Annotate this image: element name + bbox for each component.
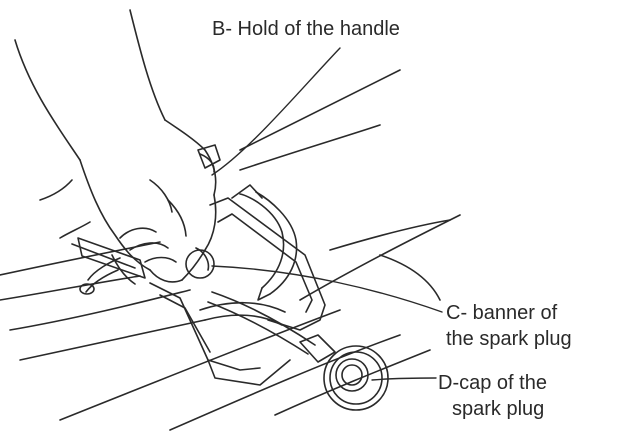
callout-b-text: B- Hold of the handle [212, 18, 400, 40]
callout-d-line-1: D-cap of the [438, 372, 547, 394]
leader-d [371, 377, 437, 381]
callout-c-line-2: the spark plug [446, 328, 572, 350]
hand-illustration [14, 9, 217, 285]
spark-plug-lead [207, 291, 336, 363]
callout-hold-of-handle: B- Hold of the handle [212, 16, 400, 42]
callout-leaders [211, 47, 443, 381]
rotation-arrow [231, 184, 298, 301]
callout-d-line-2: spark plug [452, 398, 545, 420]
spark-plug-cap [323, 345, 389, 411]
callout-c-line-1: C- banner of [446, 302, 558, 324]
cover-frame [149, 197, 326, 386]
engine-housing-lines [0, 69, 461, 431]
callout-cap-of-spark-plug: D-cap of the spark plug [438, 370, 547, 422]
leader-b [211, 47, 341, 176]
handle-bar [71, 144, 221, 295]
callout-banner-of-spark-plug: C- banner of the spark plug [446, 300, 572, 352]
leader-c [211, 265, 443, 313]
